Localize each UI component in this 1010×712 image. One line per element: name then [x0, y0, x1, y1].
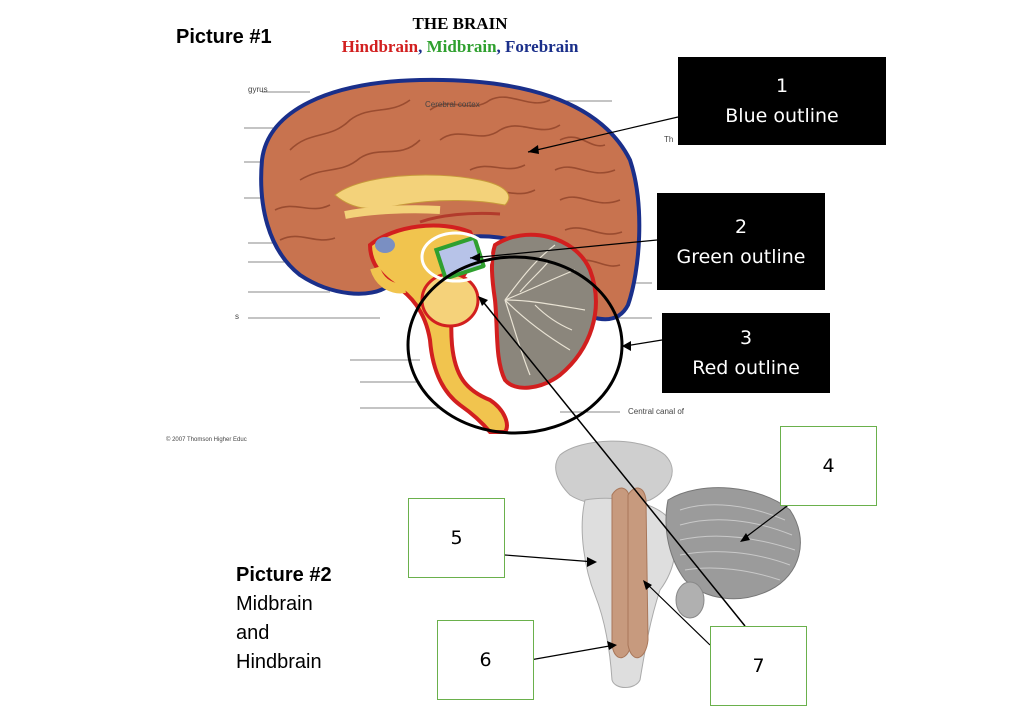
label-5-number: 5: [450, 527, 463, 549]
midbrain-ellipse: [420, 231, 492, 283]
picture-2-subtitle: Midbrain and Hindbrain: [236, 590, 322, 677]
label-box-7[interactable]: 7: [710, 626, 807, 706]
label-s: s: [235, 312, 239, 321]
arbor-vitae: [504, 244, 586, 376]
hindbrain-word: Hindbrain: [341, 37, 419, 56]
label-box-1: 1 Blue outline: [678, 57, 886, 145]
label-box-5[interactable]: 5: [408, 498, 505, 578]
label-arrows-2: [504, 499, 796, 661]
label-gyrus: gyrus: [248, 85, 268, 94]
label-2-text: Green outline: [676, 245, 806, 268]
hindbrain-circle: [406, 255, 624, 435]
label-4-number: 4: [822, 455, 835, 477]
label-th: Th: [664, 135, 674, 144]
label-1-text: Blue outline: [725, 105, 839, 127]
midbrain-word: Midbrain: [426, 37, 497, 56]
label-cerebral-cortex: Cerebral cortex: [425, 100, 480, 109]
label-copyright: © 2007 Thomson Higher Educ: [166, 437, 247, 443]
subtitle-line-1: Midbrain: [236, 593, 313, 615]
label-6-number: 6: [479, 649, 492, 671]
label-box-2: 2 Green outline: [657, 193, 825, 290]
label-box-6[interactable]: 6: [437, 620, 534, 700]
picture-1-title: Picture #1: [176, 26, 272, 48]
forebrain-word: Forebrain: [505, 37, 579, 56]
comma-1: ,: [418, 37, 427, 56]
label-box-3: 3 Red outline: [662, 313, 830, 393]
midbrain-box: [433, 235, 487, 281]
label-arrows-1: [469, 116, 679, 347]
long-arrow-7: [479, 297, 746, 627]
subtitle-line-3: Hindbrain: [236, 651, 322, 673]
subtitle-line-2: and: [236, 622, 270, 644]
comma-2: ,: [496, 37, 506, 56]
label-1-number: 1: [775, 75, 789, 97]
label-3-text: Red outline: [692, 357, 800, 379]
label-central-canal: Central canal of: [628, 407, 685, 416]
label-box-4[interactable]: 4: [780, 426, 877, 506]
label-3-number: 3: [739, 327, 753, 349]
brain-title: THE BRAIN: [412, 14, 508, 33]
picture-2-title: Picture #2: [236, 564, 332, 586]
label-7-number: 7: [752, 655, 765, 677]
label-2-number: 2: [734, 215, 748, 238]
brain-subtitle: Hindbrain, Midbrain, Forebrain: [300, 37, 620, 57]
